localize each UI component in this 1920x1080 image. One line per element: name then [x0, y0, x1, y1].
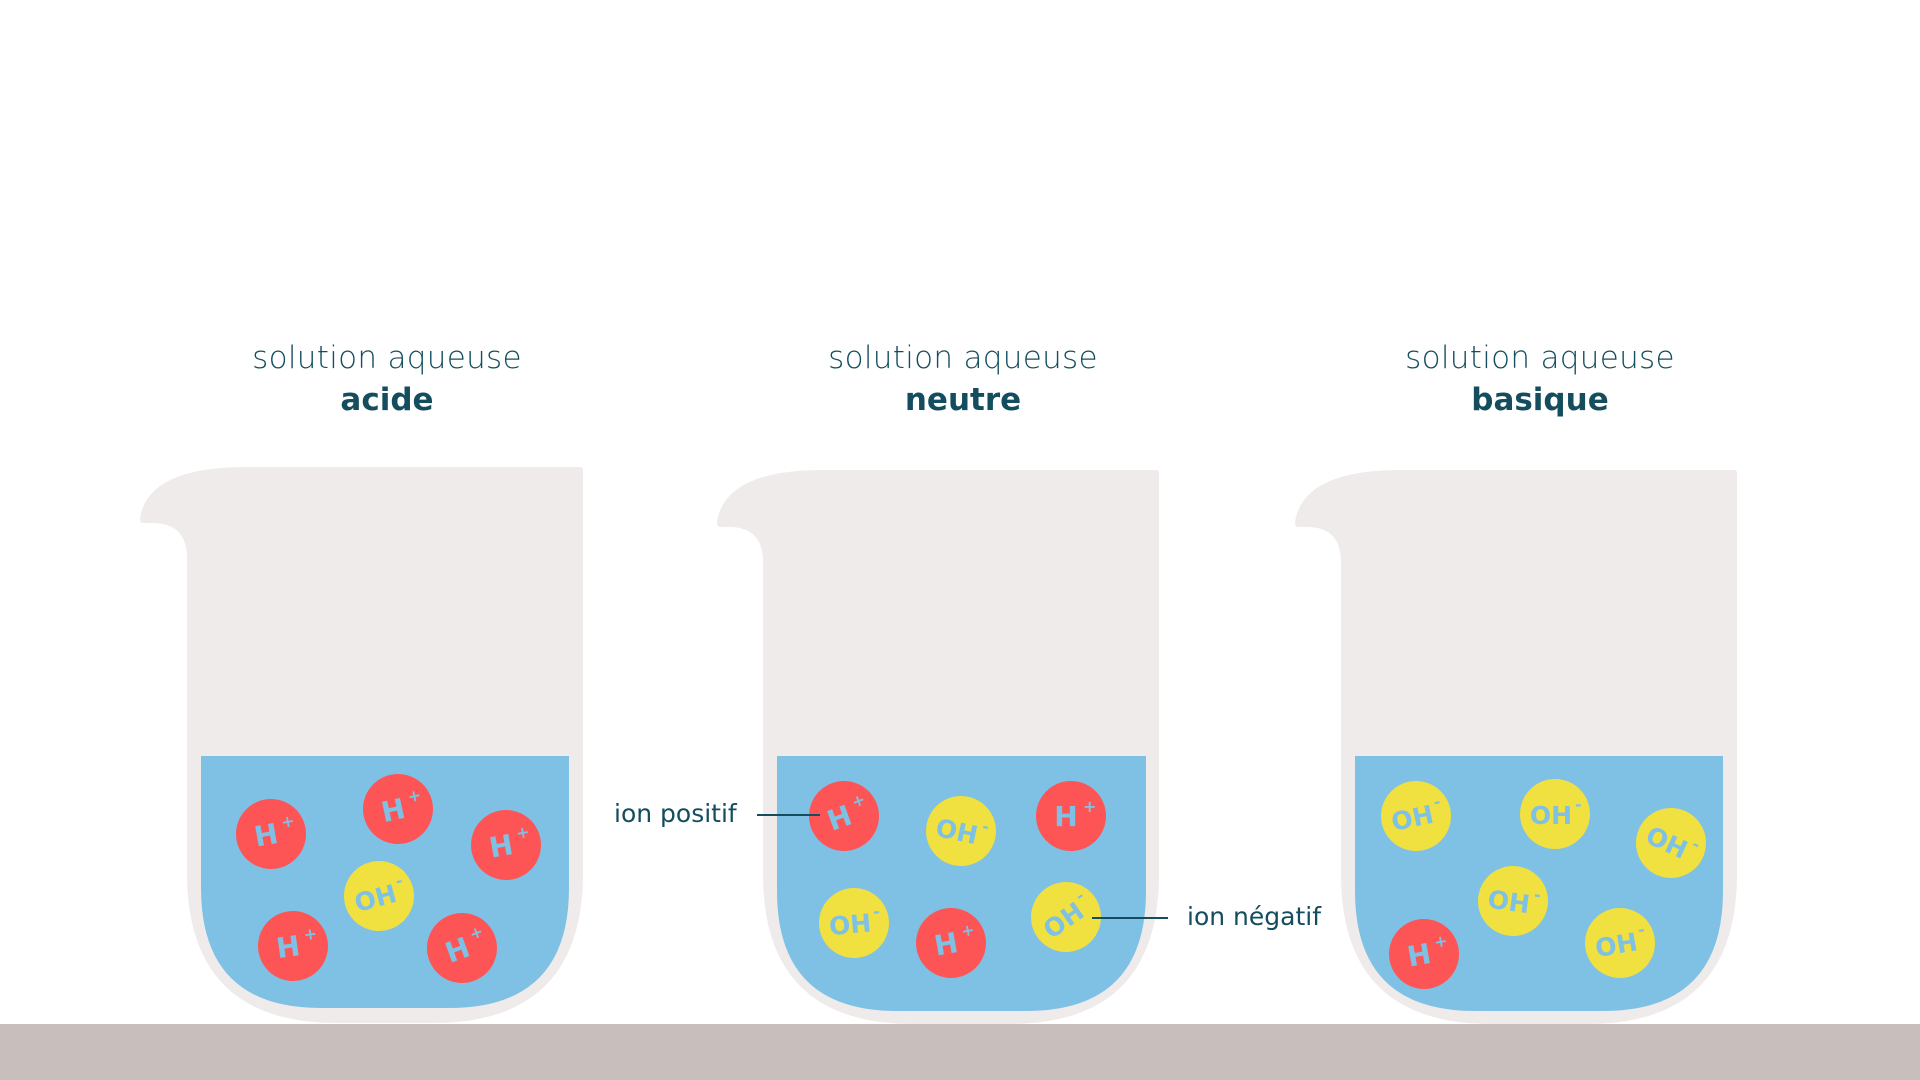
- negative-ion-label: ion négatif: [1187, 902, 1321, 931]
- title-line1: solution aqueuse: [252, 340, 522, 376]
- hydroxide-ion: OH-: [1031, 882, 1101, 952]
- ion-circle: [1478, 866, 1548, 936]
- ion-charge: -: [1533, 885, 1542, 905]
- hydrogen-ion: H+: [809, 781, 879, 851]
- ion-circle: [471, 810, 541, 880]
- hydroxide-ion: OH-: [1381, 781, 1451, 851]
- hydroxide-ion: OH-: [1585, 908, 1655, 978]
- ion-charge: -: [872, 902, 880, 922]
- hydroxide-ion: OH-: [1478, 866, 1548, 936]
- hydrogen-ion: H+: [1389, 919, 1459, 989]
- floor: [0, 1024, 1920, 1080]
- ion-charge: +: [960, 920, 977, 941]
- title-line1: solution aqueuse: [1405, 340, 1675, 376]
- beaker-neutre: H+OH-H+OH-H+OH-: [717, 470, 1159, 1024]
- hydroxide-ion: OH-: [819, 888, 889, 958]
- title-basique: solution aqueuse basique: [1340, 338, 1740, 422]
- hydroxide-ion: OH-: [1636, 808, 1706, 878]
- ion-symbol: H: [252, 817, 281, 854]
- ion-charge: +: [849, 789, 868, 811]
- ion-circle: [819, 888, 889, 958]
- ion-circle: [916, 908, 986, 978]
- ion-charge: +: [1083, 797, 1096, 816]
- ion-symbol: H: [1054, 800, 1077, 833]
- ion-charge: -: [1575, 795, 1582, 814]
- ion-circle: [236, 799, 306, 869]
- ion-symbol: OH: [828, 909, 873, 942]
- hydrogen-ion: H+: [427, 913, 497, 983]
- ion-circle: [1036, 781, 1106, 851]
- ion-charge: -: [393, 871, 404, 891]
- hydroxide-ion: OH-: [1520, 779, 1590, 849]
- hydroxide-ion: OH-: [344, 861, 414, 931]
- ion-symbol: H: [932, 926, 961, 963]
- title-neutre: solution aqueuse neutre: [763, 338, 1163, 422]
- title-line2: basique: [1471, 382, 1609, 418]
- beaker-basique: OH-OH-OH-OH-H+OH-: [1295, 470, 1737, 1024]
- ion-circle: [1585, 908, 1655, 978]
- ion-circle: [363, 774, 433, 844]
- beaker-acide: H+H+H+OH-H+H+: [140, 467, 583, 1023]
- ion-symbol: OH: [1486, 885, 1532, 920]
- ion-symbol: H: [1405, 937, 1434, 974]
- ion-charge: -: [981, 817, 991, 837]
- ion-circle: [1389, 919, 1459, 989]
- ion-circle: [809, 781, 879, 851]
- title-line1: solution aqueuse: [828, 340, 1098, 376]
- hydrogen-ion: H+: [1036, 781, 1106, 851]
- hydrogen-ion: H+: [471, 810, 541, 880]
- ion-symbol: H: [274, 929, 302, 965]
- hydrogen-ion: H+: [363, 774, 433, 844]
- positive-ion-label: ion positif: [614, 799, 737, 828]
- ion-circle: [926, 796, 996, 866]
- hydrogen-ion: H+: [258, 911, 328, 981]
- ion-charge: +: [467, 921, 486, 943]
- ion-circle: [1636, 808, 1706, 878]
- ion-circle: [427, 913, 497, 983]
- ion-circle: [344, 861, 414, 931]
- ion-circle: [1520, 779, 1590, 849]
- ion-symbol: OH: [1530, 801, 1572, 830]
- title-acide: solution aqueuse acide: [187, 338, 587, 422]
- ion-circle: [1381, 781, 1451, 851]
- ion-symbol: H: [487, 828, 516, 865]
- ion-charge: +: [515, 822, 532, 843]
- hydroxide-ion: OH-: [926, 796, 996, 866]
- ion-charge: +: [1433, 931, 1450, 952]
- ion-circle: [258, 911, 328, 981]
- title-line2: neutre: [904, 382, 1022, 418]
- ion-charge: -: [1432, 792, 1442, 812]
- ion-charge: +: [406, 785, 423, 806]
- title-line2: acide: [340, 382, 434, 418]
- ion-symbol: OH: [1593, 927, 1640, 963]
- ion-circle: [1031, 882, 1101, 952]
- hydrogen-ion: H+: [916, 908, 986, 978]
- hydrogen-ion: H+: [236, 799, 306, 869]
- ion-charge: +: [280, 811, 297, 832]
- ion-charge: +: [302, 924, 318, 945]
- ion-charge: -: [1636, 920, 1646, 940]
